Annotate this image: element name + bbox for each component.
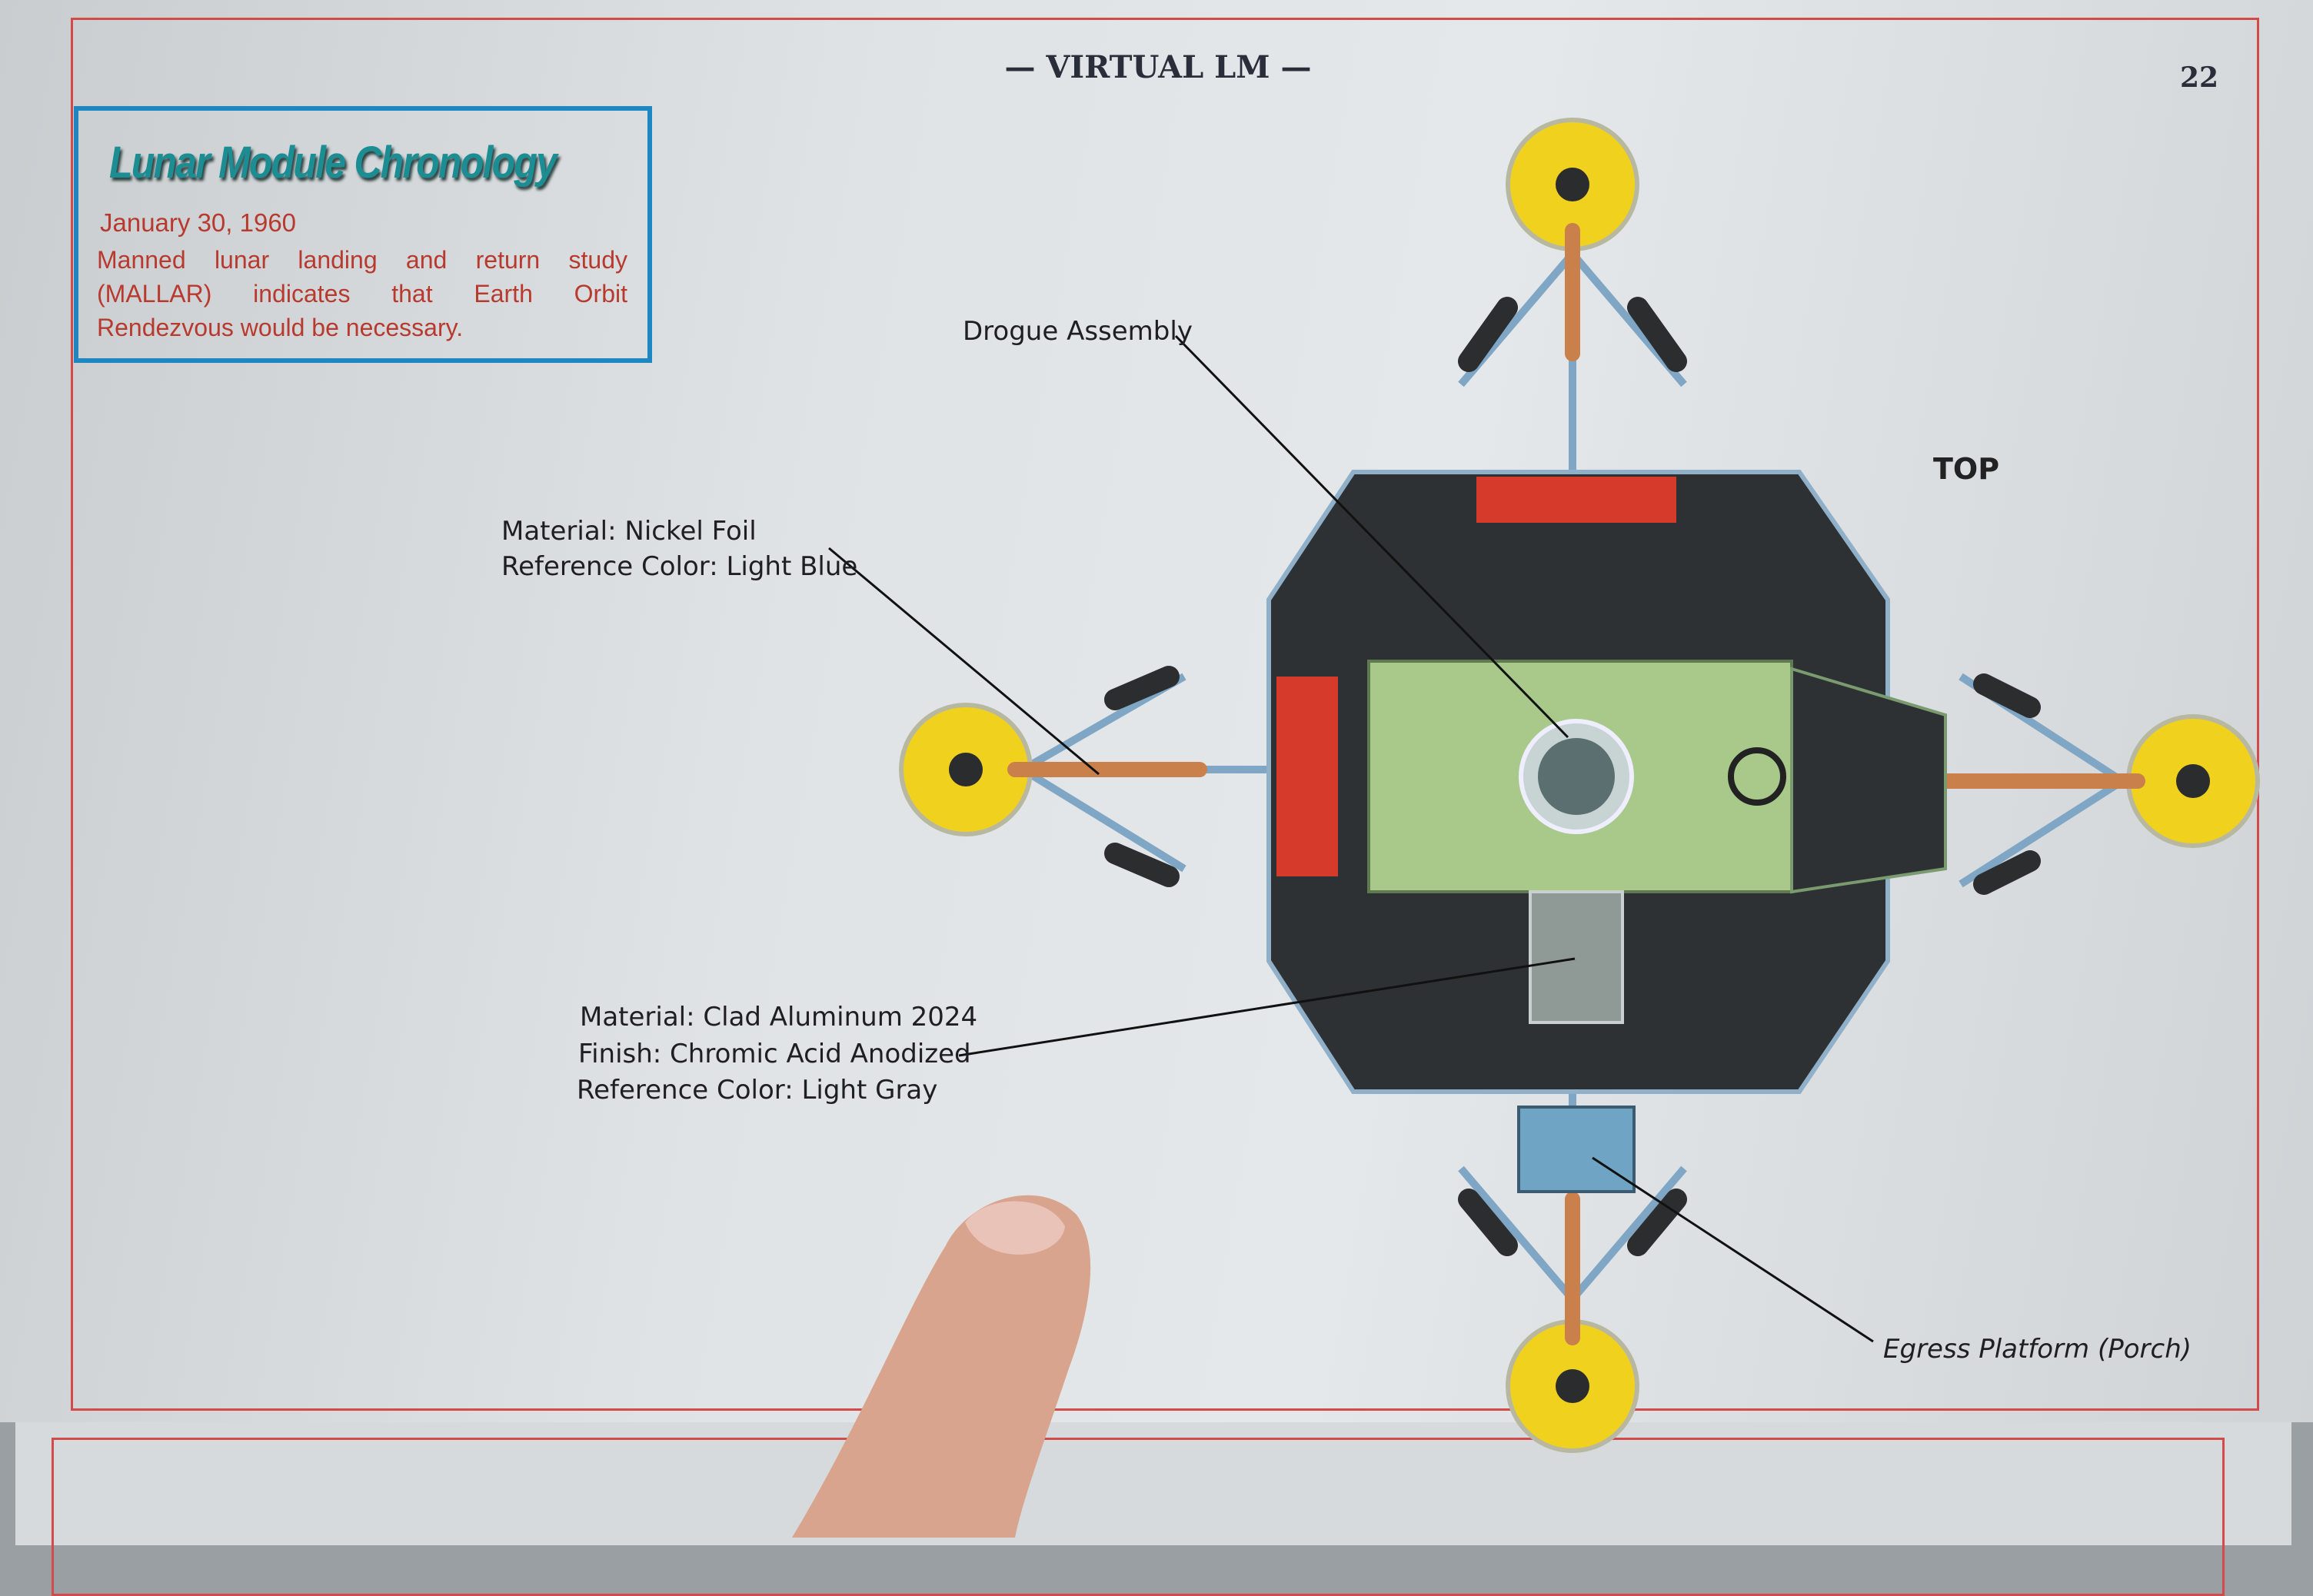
chronology-body: Manned lunar landing and return study (M… <box>97 246 627 341</box>
callout-lines <box>828 334 1874 1343</box>
callout-nickel-2: Reference Color: Light Blue <box>501 551 858 582</box>
finger <box>792 1195 1091 1538</box>
ascent-side <box>1790 667 1947 894</box>
red-panel-left <box>1276 677 1338 876</box>
callout-aluminum-1: Material: Clad Aluminum 2024 <box>580 1002 978 1032</box>
lunar-module-diagram <box>792 118 2260 1538</box>
porch <box>1517 1106 1636 1193</box>
footpad-centers <box>949 168 2210 1403</box>
chronology-date: January 30, 1960 <box>100 208 297 237</box>
callout-aluminum-3: Reference Color: Light Gray <box>577 1075 938 1106</box>
callout-nickel-1: Material: Nickel Foil <box>501 516 757 547</box>
target-icon <box>1728 747 1786 806</box>
next-page-edge <box>15 1422 2291 1545</box>
tunnel <box>1529 890 1624 1024</box>
callout-drogue: Drogue Assembly <box>963 316 1193 347</box>
callout-egress: Egress Platform (Porch) <box>1883 1334 2192 1365</box>
drogue-icon <box>1519 719 1634 834</box>
chronology-title: Lunar Module Chronology <box>109 138 557 188</box>
fingernail <box>965 1201 1065 1255</box>
view-label: TOP <box>1933 452 2000 486</box>
running-header: — VIRTUAL LM — <box>1004 49 1312 85</box>
chronology-box: Lunar Module Chronology January 30, 1960… <box>74 106 652 363</box>
leg-struts <box>1007 223 2145 1345</box>
callout-aluminum-2: Finish: Chromic Acid Anodized <box>578 1039 971 1069</box>
page-number: 22 <box>2180 62 2219 94</box>
page-frame <box>71 18 2259 1411</box>
red-panel-top <box>1476 477 1676 523</box>
